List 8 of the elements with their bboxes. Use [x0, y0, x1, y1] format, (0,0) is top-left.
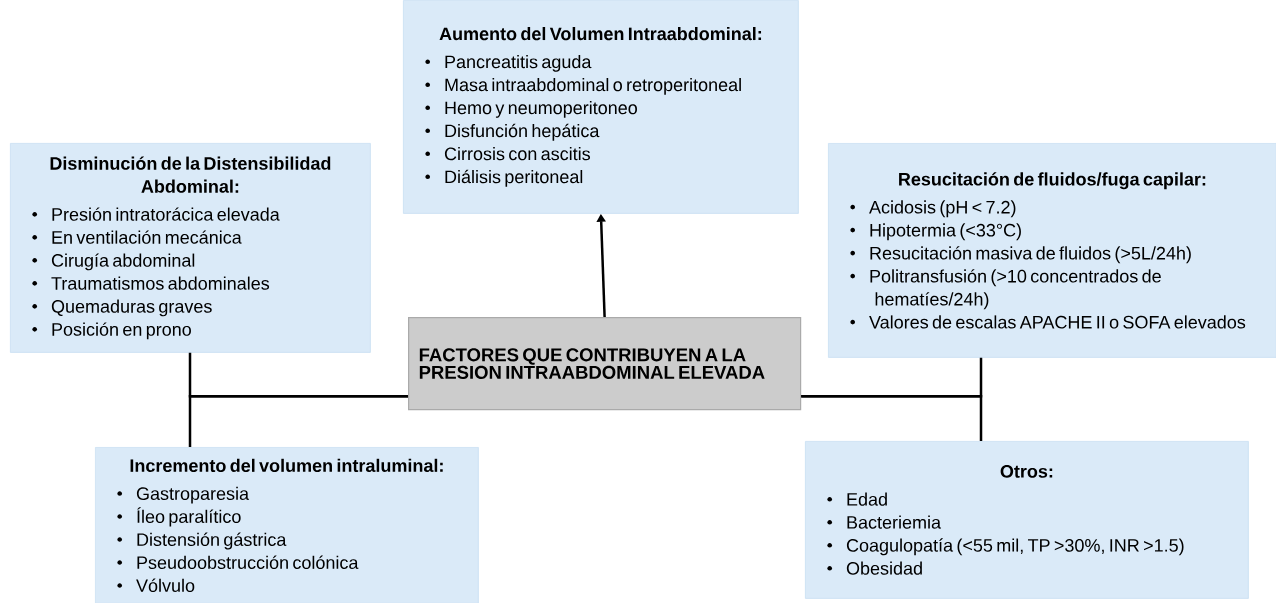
connector: [801, 394, 983, 441]
title-box: FACTORES QUE CONTRIBUYEN A LA PRESION INTRAABDOMINAL ELEVADA: [408, 317, 802, 411]
factor-box: Resucitación de fluidos/fuga capilar: Acidosis (pH < 7.2) Hipotermia (<33°C) Resucitación masiva de fluidos (>5L/24h) Politransfusión (>10 concentrados de hematíes/24h) Valores de escalas APACHE II o SOFA elevados: [828, 143, 1276, 358]
factor-box: Aumento del Volumen Intraabdominal: Pancreatitis aguda Masa intraabdominal o retroperitoneal Hemo y neumoperitoneo Disfunción hepática Cirrosis con ascitis Diálisis peritoneal: [403, 0, 799, 214]
factor-box: Otros: Edad Bacteriemia Coagulopatía (<55 mil, TP >30%, INR >1.5) Obesidad: [805, 441, 1249, 599]
factor-box: Disminución de la Distensibilidad Abdominal: Presión intratorácica elevada En ventilación mecánica Cirugía abdominal Traumatismos abdominales Quemaduras graves Posición en prono: [10, 143, 371, 353]
connector: [188, 394, 408, 447]
factor-box: Incremento del volumen intraluminal: Gastroparesia Íleo paralítico Distensión gástrica Pseudoobstrucción colónica Vólvulo: [95, 447, 479, 603]
